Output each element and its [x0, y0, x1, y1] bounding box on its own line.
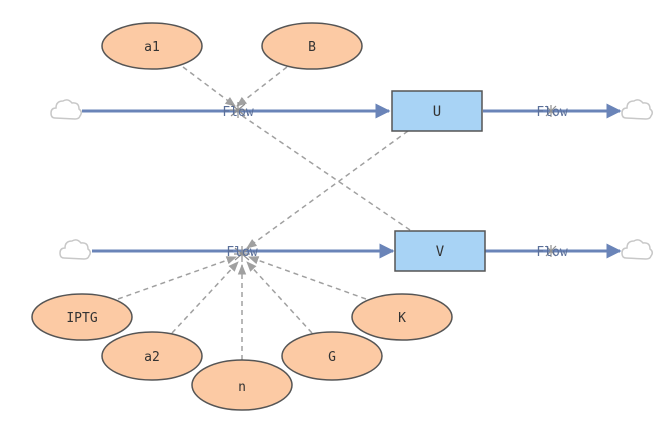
flow-label-v-in: Flow	[226, 245, 257, 260]
variable-n-label: n	[238, 380, 246, 395]
variable-g-label: G	[328, 350, 336, 365]
cloud-icon	[59, 239, 92, 260]
variable-b[interactable]: B	[261, 22, 363, 70]
flow-pipes	[82, 103, 622, 259]
link-a2-to-flow-v-in[interactable]	[171, 261, 239, 334]
link-g-to-flow-v-in[interactable]	[246, 261, 313, 334]
variable-a2-label: a2	[144, 350, 160, 365]
variable-iptg[interactable]: IPTG	[31, 293, 133, 341]
valve-icon[interactable]	[230, 102, 246, 118]
stock-u-label: U	[433, 104, 441, 120]
link-a1-to-flow-u-in[interactable]	[182, 66, 236, 107]
link-b-to-flow-u-in[interactable]	[236, 66, 288, 107]
variable-g[interactable]: G	[281, 331, 383, 381]
stock-u[interactable]: U	[391, 90, 483, 132]
cloud-icon	[50, 99, 83, 120]
variable-k-label: K	[398, 311, 406, 326]
valve-icon[interactable]	[545, 245, 557, 257]
variable-a1[interactable]: a1	[101, 22, 203, 70]
link-u-to-flow-v-in[interactable]	[246, 130, 409, 249]
valve-icon[interactable]	[545, 105, 557, 117]
variable-a1-label: a1	[144, 40, 160, 55]
stock-v[interactable]: V	[394, 230, 486, 272]
variable-a2[interactable]: a2	[101, 331, 203, 381]
link-iptg-to-flow-v-in[interactable]	[117, 256, 237, 300]
variable-iptg-label: IPTG	[66, 311, 97, 326]
variable-b-label: B	[308, 40, 316, 55]
flow-label-u-out: Flow	[536, 105, 567, 120]
cloud-icon	[621, 239, 654, 260]
variable-n[interactable]: n	[191, 359, 293, 411]
link-k-to-flow-v-in[interactable]	[248, 256, 367, 300]
valve-icon[interactable]	[234, 246, 250, 262]
variable-k[interactable]: K	[351, 293, 453, 341]
flow-label-u-in: Flow	[222, 105, 253, 120]
stock-v-label: V	[436, 244, 445, 260]
flow-label-v-out: Flow	[536, 245, 567, 260]
causal-links	[117, 66, 411, 360]
link-v-to-flow-u-in[interactable]	[240, 114, 411, 231]
cloud-icon	[621, 99, 654, 120]
